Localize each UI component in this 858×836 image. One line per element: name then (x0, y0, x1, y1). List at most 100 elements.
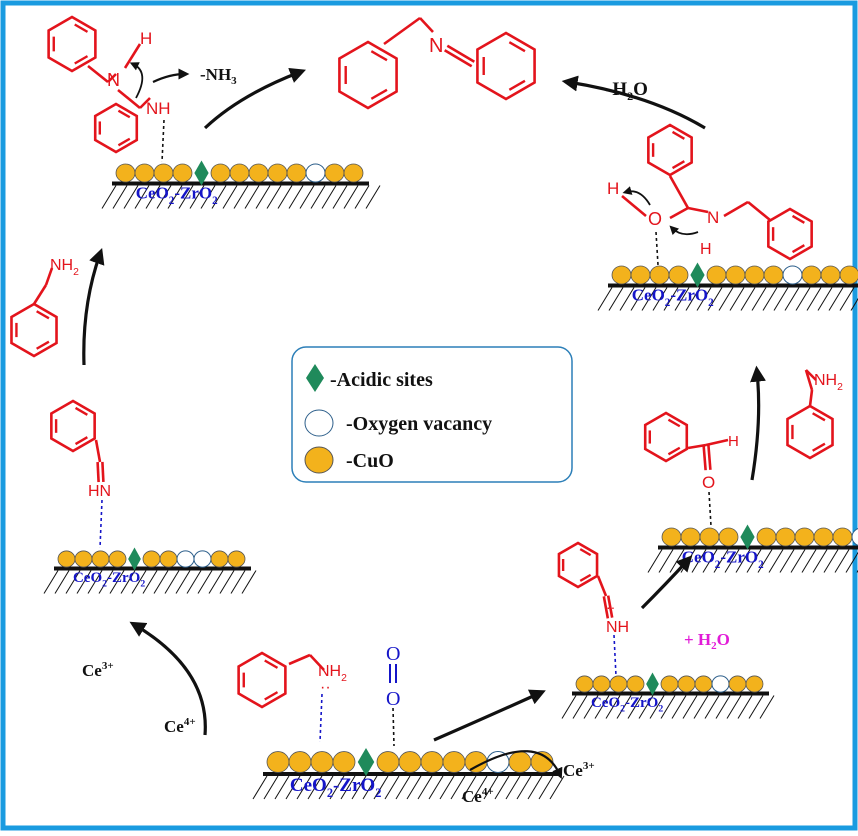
ring-double-bond (370, 50, 388, 62)
cycle-arrow-icon (640, 555, 693, 610)
cuo-circle-icon (142, 550, 161, 568)
aminal-ch2-n-bond (107, 73, 117, 83)
ce4-label-bottom: Ce4+ (462, 786, 494, 806)
ring-double-bond (74, 23, 89, 33)
hatch-line (768, 549, 784, 573)
o2-adsorption-line (392, 707, 395, 747)
hatch-line (641, 287, 657, 311)
hatch-line (277, 185, 293, 209)
benzaldehyde-adsorption-line (708, 491, 712, 527)
hatch-line (790, 549, 806, 573)
electron-push-arrow-icon (129, 62, 144, 99)
hatch-line (616, 695, 632, 719)
cuo-circle-icon (115, 163, 136, 183)
support-bottom-right: CeO2-ZrO2 (561, 672, 775, 719)
legend-cuo-label: -CuO (346, 450, 394, 472)
aminal-adsorption-line (161, 119, 165, 163)
hemiaminal-ring-top (647, 123, 693, 177)
hatch-line (329, 775, 345, 800)
hatch-line (296, 775, 312, 800)
water-release-label: -H2O (606, 79, 648, 103)
oxygen-vacancy-circle-icon (305, 163, 326, 183)
hatch-line (748, 695, 764, 719)
cuo-circle-icon (267, 163, 288, 183)
cuo-circle-icon (630, 265, 651, 285)
ring-outline (50, 399, 96, 453)
oxygen-vacancy-circle-icon (711, 675, 730, 693)
hatch-line (658, 549, 674, 573)
hatch-line (762, 287, 778, 311)
ring-double-bond (117, 137, 131, 147)
hatch-line (343, 185, 359, 209)
imine-right-double-bond (602, 596, 610, 619)
cuo-circle-icon (775, 527, 796, 547)
support-top-right: CeO2-ZrO2 (597, 262, 858, 311)
hemiaminal-n-ch2-bond (723, 200, 749, 218)
hatch-line (428, 775, 444, 800)
hatch-line (773, 287, 789, 311)
hatch-line (713, 549, 729, 573)
ring-double-bond (671, 130, 685, 140)
hatch-line (134, 185, 150, 209)
cuo-circle-icon (649, 265, 670, 285)
ring-outline (476, 31, 536, 101)
cuo-circle-icon (680, 527, 701, 547)
hatch-line (123, 185, 139, 209)
hatch-line (726, 695, 742, 719)
ce3-label-left: Ce3+ (82, 660, 114, 680)
hemiaminal-adsorption-line (655, 231, 659, 266)
hatch-line (638, 695, 654, 719)
hatch-line (663, 287, 679, 311)
ring-double-bond (667, 418, 681, 428)
benzylamine-bottom-nh2-label: NH2 (318, 663, 347, 684)
benzylamine-right-ch2-bond (808, 389, 814, 407)
hatch-line (740, 287, 756, 311)
cuo-circle-icon (153, 163, 174, 183)
oxygen-vacancy-circle-icon (851, 528, 858, 546)
hatch-line (87, 570, 103, 594)
imine-right-c-bond (596, 575, 608, 597)
support-top-left: CeO2-ZrO2 (101, 160, 381, 209)
ring-outline (643, 411, 689, 463)
cuo-circle-icon (660, 675, 679, 693)
hatch-line (384, 775, 400, 800)
support-surface-bar (112, 181, 369, 186)
legend: -Acidic sites -Oxygen vacancy -CuO (291, 346, 573, 483)
hatch-line (724, 549, 740, 573)
cuo-circle-icon (592, 675, 611, 693)
hatch-line (373, 775, 389, 800)
hatch-line (696, 287, 712, 311)
ring-double-bond (264, 659, 279, 669)
hatch-line (702, 549, 718, 573)
cuo-circle-icon (611, 265, 632, 285)
hatch-line (784, 287, 800, 311)
hatch-line (197, 570, 213, 594)
hemiaminal-ring-right (767, 207, 813, 261)
hatch-line (332, 185, 348, 209)
hatch-line (779, 549, 795, 573)
cuo-circle-icon (324, 163, 345, 183)
benzylamine-bottom-adsorption-line (319, 693, 323, 743)
imine-right-lone-pair: ·· (606, 599, 615, 615)
product-left-ring (338, 40, 398, 110)
hatch-line (101, 185, 117, 209)
hatch-line (583, 695, 599, 719)
cuo-circle-icon (575, 675, 594, 693)
aminal-ring-top (47, 15, 97, 73)
hatch-line (572, 695, 588, 719)
hatch-line (241, 570, 257, 594)
hatch-line (605, 695, 621, 719)
ring-outline (47, 15, 97, 73)
aminal-ch2-bond (87, 64, 109, 84)
benzaldehyde-o-label: O (702, 473, 715, 492)
hemiaminal-c-o-bond (669, 206, 689, 220)
hatch-line (685, 287, 701, 311)
hatch-line (483, 775, 499, 800)
legend-box (291, 346, 573, 483)
hatch-line (619, 287, 635, 311)
benzaldehyde-h-label: H (728, 433, 739, 450)
cuo-circle-icon (159, 550, 178, 568)
product-ch2-n-bond (419, 17, 434, 33)
hatch-line (318, 775, 334, 800)
cuo-circle-icon (310, 751, 334, 773)
